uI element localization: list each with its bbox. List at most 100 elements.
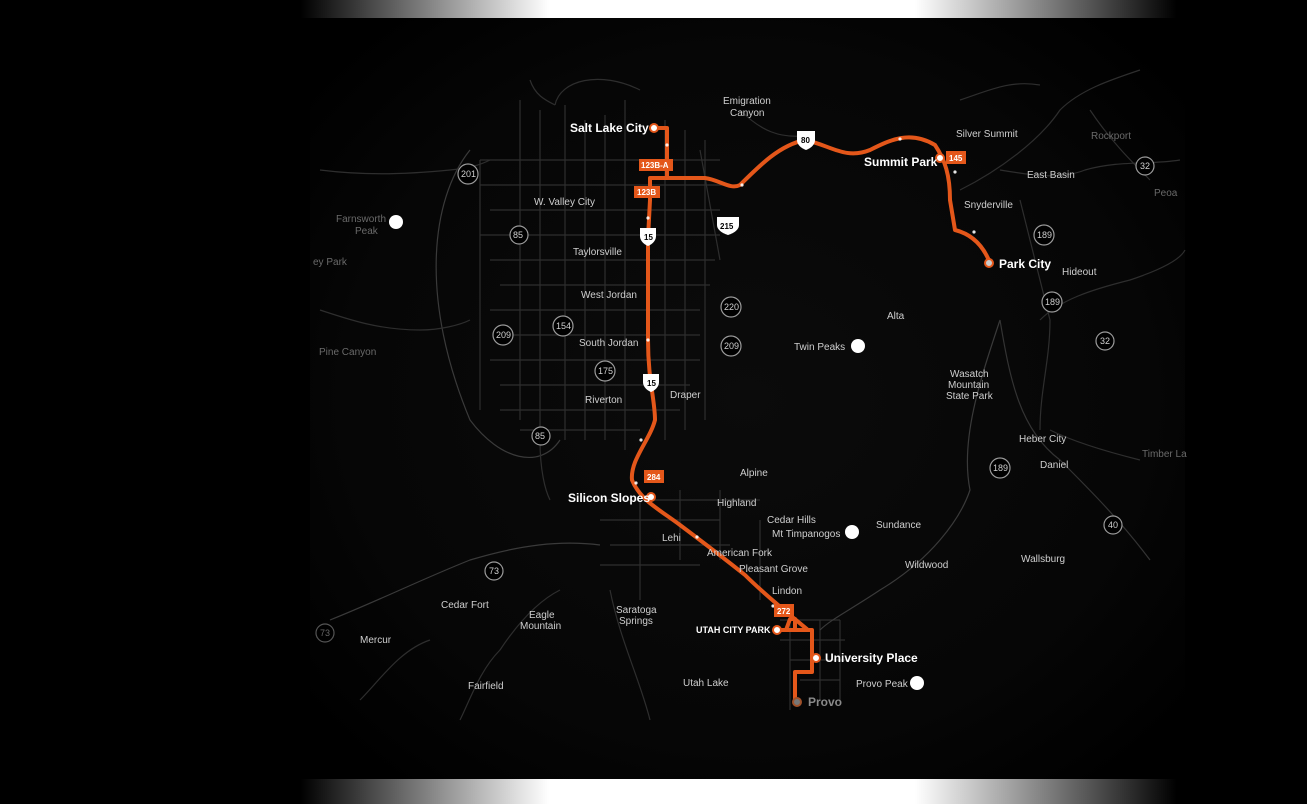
route-85-shield-icon: 85 [509,225,529,245]
route-189-shield-icon: 189 [1033,224,1055,246]
svg-text:189: 189 [993,463,1008,473]
place-label: Pine Canyon [319,347,376,358]
svg-text:154: 154 [556,321,571,331]
svg-text:123B-A: 123B-A [641,161,669,170]
route-175-shield-icon: 175 [594,360,616,382]
svg-text:215: 215 [720,222,734,231]
place-label: Twin Peaks [794,342,845,353]
svg-text:272: 272 [777,607,791,616]
place-label: Utah Lake [683,678,729,689]
route-154-shield-icon: 154 [552,315,574,337]
place-label: W. Valley City [534,197,595,208]
stop-label-silicon-slopes: Silicon Slopes [568,491,650,505]
svg-text:189: 189 [1045,297,1060,307]
stop-marker-university-place[interactable] [811,653,821,663]
svg-text:85: 85 [513,230,523,240]
route-73-shield-icon: 73 [484,561,504,581]
route-209-shield-icon: 209 [492,324,514,346]
place-label: Alta [887,311,905,322]
place-label: Mercur [360,635,392,646]
stop-label-summit-park: Summit Park [864,155,938,169]
place-label: Eagle [529,610,555,621]
route-40-shield-icon: 40 [1103,515,1123,535]
place-label: Taylorsville [573,247,622,258]
exit-tag-272: 272 [774,604,794,617]
exit-tag-145: 145 [946,151,966,164]
place-label: Alpine [740,468,768,479]
place-label: Daniel [1040,460,1068,471]
place-label: Snyderville [964,200,1013,211]
place-label: Springs [619,616,653,627]
stop-label-park-city: Park City [999,257,1051,271]
place-label: Peak [355,226,379,237]
svg-text:123B: 123B [637,188,656,197]
place-label: Cedar Hills [767,515,816,526]
place-label: Hideout [1062,267,1097,278]
route-220-shield-icon: 220 [720,296,742,318]
place-label: Canyon [730,108,764,119]
svg-text:32: 32 [1140,161,1150,171]
mountain-peak-icon [845,525,859,539]
exit-tag-284: 284 [644,470,664,483]
place-label: Wallsburg [1021,554,1065,565]
stop-marker-summit-park[interactable] [935,153,945,163]
bottom-gradient-band [0,779,1307,804]
route-73-shield-icon: 73 [315,623,335,643]
svg-text:85: 85 [535,431,545,441]
place-label: Saratoga [616,605,657,616]
svg-text:201: 201 [461,169,476,179]
mountain-peak-icon [389,215,403,229]
place-label: Wildwood [905,560,948,571]
place-label: Rockport [1091,131,1131,142]
svg-text:220: 220 [724,302,739,312]
svg-text:73: 73 [320,628,330,638]
svg-text:284: 284 [647,473,661,482]
svg-text:209: 209 [724,341,739,351]
place-label: Provo Peak [856,679,909,690]
interstate-215-icon: 215 [717,217,739,235]
svg-text:73: 73 [489,566,499,576]
place-label: Timber La [1142,449,1187,460]
stop-markers[interactable] [646,123,994,707]
stop-marker-utah-city-park[interactable] [772,625,782,635]
stop-label-utah-city-park: UTAH CITY PARK [696,625,771,635]
place-label: Lindon [772,586,802,597]
stop-marker-silicon-slopes[interactable] [646,492,656,502]
svg-text:32: 32 [1100,336,1110,346]
svg-text:175: 175 [598,366,613,376]
place-label: Highland [717,498,756,509]
svg-text:15: 15 [644,233,653,242]
stop-label-university-place: University Place [825,651,918,665]
place-label: Fairfield [468,681,504,692]
place-label: South Jordan [579,338,639,349]
svg-text:209: 209 [496,330,511,340]
place-label: West Jordan [581,290,637,301]
place-label: Emigration [723,96,771,107]
mountain-peak-icon [851,339,865,353]
place-label: Mountain [948,380,989,391]
stop-marker-salt-lake-city[interactable] [649,123,659,133]
top-gradient-band [0,0,1307,18]
route-189-shield-icon: 189 [1041,291,1063,313]
place-label: Mt Timpanogos [772,529,840,540]
svg-text:80: 80 [801,136,810,145]
place-label: Pleasant Grove [739,564,808,575]
interstate-80-icon: 80 [797,131,815,150]
svg-text:189: 189 [1037,230,1052,240]
place-label: Draper [670,390,701,401]
stop-marker-provo[interactable] [792,697,802,707]
stop-label-provo: Provo [808,695,842,709]
svg-text:145: 145 [949,154,963,163]
svg-text:40: 40 [1108,520,1118,530]
place-label: Peoa [1154,188,1178,199]
stop-marker-park-city[interactable] [984,258,994,268]
route-201-shield-icon: 201 [457,163,479,185]
place-label: Cedar Fort [441,600,489,611]
place-label: State Park [946,391,994,402]
route-85-shield-icon: 85 [531,426,551,446]
place-label: Silver Summit [956,129,1018,140]
place-label: Sundance [876,520,921,531]
map-background [310,18,1185,779]
route-32-shield-icon: 32 [1135,156,1155,176]
